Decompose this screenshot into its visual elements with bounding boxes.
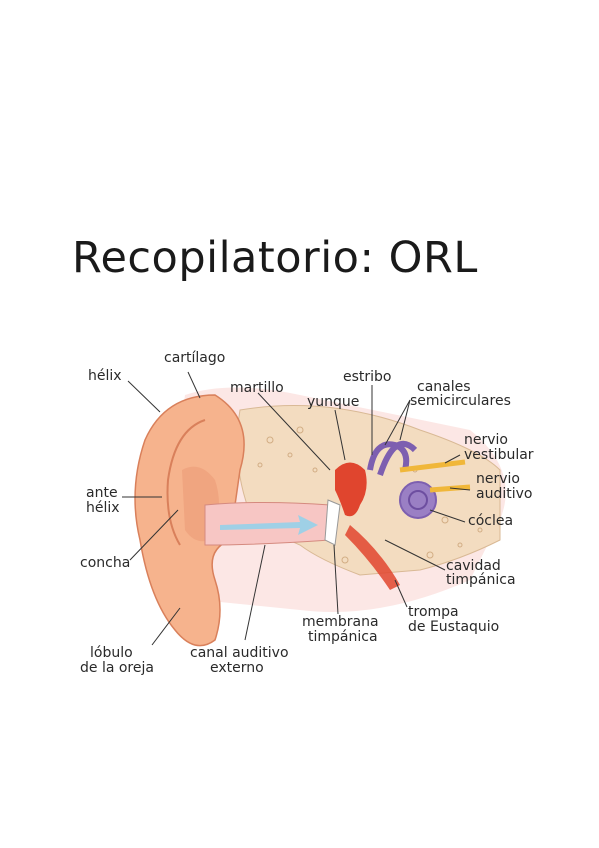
inner-ear: [367, 440, 418, 476]
eustachian-tube: [345, 525, 400, 590]
label-estribo: estribo: [343, 369, 392, 385]
label-nervio-auditivo-1: nervio: [476, 471, 520, 487]
label-nervio-vestibular-1: nervio: [464, 432, 508, 448]
label-cavidad-1: cavidad: [446, 558, 501, 574]
label-nervio-auditivo-2: auditivo: [476, 486, 532, 502]
label-cavidad-2: timpánica: [446, 572, 516, 588]
label-membrana-1: membrana: [302, 614, 379, 630]
label-membrana-2: timpánica: [308, 629, 378, 645]
label-martillo: martillo: [230, 380, 284, 396]
tympanic-membrane: [324, 499, 341, 546]
canal-arrow: [220, 515, 318, 535]
label-helix: hélix: [88, 368, 122, 384]
label-nervio-vestibular-2: vestibular: [464, 447, 534, 463]
label-canales-1: canales: [417, 379, 471, 395]
label-cartilago: cartílago: [164, 350, 225, 366]
label-canal-auditivo-2: externo: [210, 660, 264, 676]
label-yunque: yunque: [307, 394, 359, 410]
label-canal-auditivo-1: canal auditivo: [190, 645, 289, 661]
label-antehelix-2: hélix: [86, 500, 120, 516]
vestibular-nerve: [399, 459, 466, 473]
label-coclea: cóclea: [468, 513, 513, 529]
pinna-fold: [166, 419, 206, 546]
label-trompa-2: de Eustaquio: [408, 619, 499, 635]
cochlea-shape: [399, 481, 437, 519]
page-title: Recopilatorio: ORL: [72, 233, 478, 283]
label-lobulo-2: de la oreja: [80, 660, 154, 676]
label-lobulo-1: lóbulo: [90, 645, 133, 661]
ossicles: [335, 462, 367, 517]
label-concha: concha: [80, 555, 130, 571]
leader-lines: [122, 371, 471, 646]
label-canales-2: semicirculares: [410, 393, 511, 409]
label-antehelix-1: ante: [86, 485, 118, 501]
label-trompa-1: trompa: [408, 604, 459, 620]
